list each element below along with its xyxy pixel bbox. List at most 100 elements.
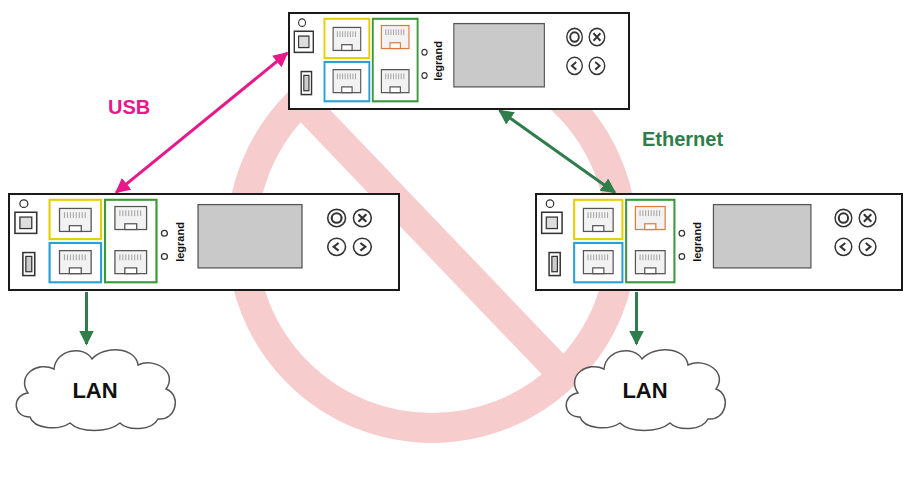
- port-pin: [401, 29, 402, 35]
- rj45-port: [115, 207, 147, 230]
- port-pin: [140, 254, 141, 260]
- keypad-button: [567, 28, 583, 45]
- usb-b-socket: [546, 217, 557, 229]
- rj45-latch: [342, 87, 352, 93]
- lcd-display: [713, 205, 811, 268]
- port-pin: [340, 31, 341, 37]
- port-pin: [604, 212, 605, 218]
- button-symbol: [864, 214, 871, 222]
- keypad-button: [859, 209, 876, 226]
- port-pin: [588, 254, 589, 260]
- port-pin: [85, 254, 86, 260]
- port-pin: [350, 31, 351, 37]
- network-label: LAN: [622, 378, 667, 404]
- led: [161, 254, 167, 260]
- connection-label: USB: [106, 96, 152, 119]
- cable-connector: [500, 111, 615, 193]
- port-pin: [599, 212, 600, 218]
- port-pin: [134, 254, 135, 260]
- brand-logo-text: legrand: [691, 222, 703, 262]
- port-pin: [119, 254, 120, 260]
- port-pin: [651, 254, 652, 260]
- usb-b-port: [15, 212, 37, 233]
- port-pin: [602, 254, 603, 260]
- port-pin: [350, 73, 351, 79]
- port-pin: [648, 254, 649, 260]
- port-pin: [131, 210, 132, 216]
- port-pin: [347, 73, 348, 79]
- button-symbol: [866, 243, 871, 251]
- usb-b-port: [294, 31, 313, 52]
- port-pin: [73, 212, 74, 218]
- port-pin: [82, 212, 83, 218]
- panel-illustration: [290, 14, 628, 108]
- console-frame: [50, 243, 101, 282]
- port-pin: [596, 212, 597, 218]
- port-pin: [79, 254, 80, 260]
- network-arrow: [635, 292, 638, 344]
- led: [679, 254, 685, 260]
- keypad-button: [589, 28, 605, 45]
- port-pin: [604, 254, 605, 260]
- cloud-outline: [566, 350, 725, 431]
- port-pin: [347, 31, 348, 37]
- port-pin: [128, 254, 129, 260]
- port-pin: [599, 254, 600, 260]
- cloud-outline: [16, 350, 175, 431]
- port-pin: [355, 31, 356, 37]
- led: [679, 230, 685, 236]
- rj45-port: [381, 26, 409, 49]
- port-pin: [128, 210, 129, 216]
- keypad-button: [353, 209, 371, 226]
- connection-label: Ethernet: [640, 128, 725, 151]
- port-pin: [76, 254, 77, 260]
- button-symbol: [595, 62, 599, 70]
- port-pin: [355, 73, 356, 79]
- port-pin: [337, 31, 338, 37]
- rj45-port: [635, 207, 665, 230]
- keypad-button: [353, 238, 371, 255]
- port-pin: [654, 254, 655, 260]
- pdu-controller-panel: legrand: [8, 193, 400, 291]
- port-pin: [337, 73, 338, 79]
- rj45-latch: [342, 45, 352, 51]
- port-pin: [593, 254, 594, 260]
- button-symbol: [332, 213, 342, 223]
- port-pin: [396, 73, 397, 79]
- port-pin: [393, 29, 394, 35]
- port-pin: [85, 212, 86, 218]
- port-pin: [654, 210, 655, 216]
- port-pin: [64, 254, 65, 260]
- ethernet-frame: [373, 19, 418, 101]
- port-pin: [67, 212, 68, 218]
- port-pin: [403, 29, 404, 35]
- port-pin: [140, 210, 141, 216]
- rj45-port: [333, 70, 361, 93]
- rj45-latch: [645, 268, 656, 274]
- console-frame: [324, 62, 369, 101]
- sensor-frame: [50, 200, 101, 239]
- button-symbol: [594, 33, 601, 41]
- port-pin: [67, 254, 68, 260]
- port-pin: [340, 73, 341, 79]
- keypad-button: [328, 238, 346, 255]
- button-symbol: [839, 213, 848, 223]
- port-pin: [607, 212, 608, 218]
- port-pin: [385, 73, 386, 79]
- port-pin: [393, 73, 394, 79]
- port-pin: [79, 212, 80, 218]
- button-symbol: [334, 243, 339, 251]
- keypad-button: [835, 238, 852, 255]
- keypad-button: [567, 57, 583, 74]
- port-pin: [607, 254, 608, 260]
- rj45-port: [59, 208, 91, 231]
- port-pin: [64, 212, 65, 218]
- port-pin: [82, 254, 83, 260]
- rj45-latch: [390, 43, 400, 49]
- port-pin: [645, 254, 646, 260]
- rj45-latch: [593, 226, 604, 232]
- usb-b-socket: [20, 217, 32, 229]
- port-pin: [596, 254, 597, 260]
- port-pin: [388, 29, 389, 35]
